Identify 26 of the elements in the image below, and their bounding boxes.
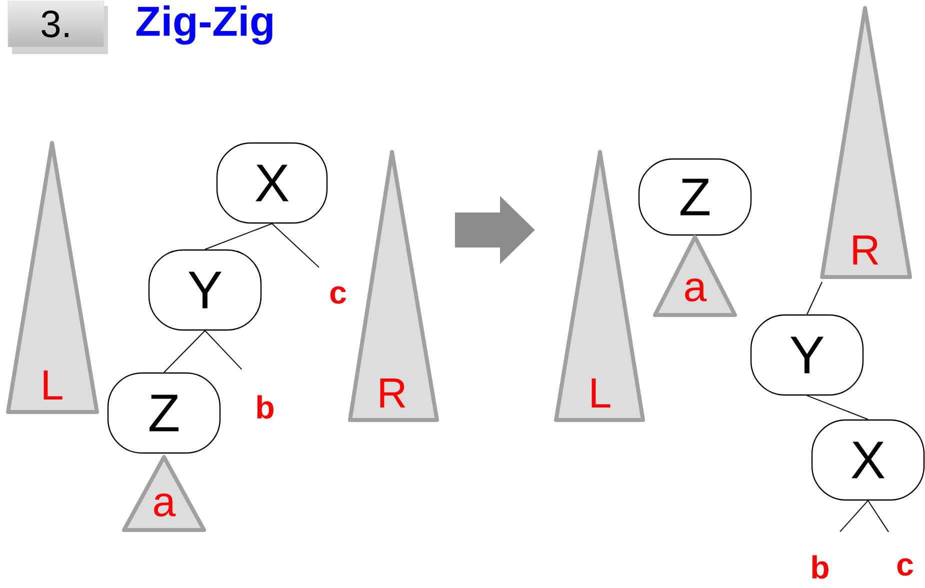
tree-edge bbox=[164, 330, 206, 373]
tree-node: Y bbox=[148, 249, 262, 331]
number-badge: 3. bbox=[8, 0, 108, 54]
tree-edge bbox=[272, 223, 320, 268]
tree-node: Y bbox=[750, 314, 864, 396]
tree-node: X bbox=[216, 142, 328, 224]
subtree-label: b bbox=[257, 395, 274, 419]
tree-node: Z bbox=[638, 158, 752, 236]
tree-node: Z bbox=[107, 372, 221, 454]
tree-edge bbox=[806, 282, 822, 315]
subtree-label: b bbox=[812, 555, 828, 579]
subtree-triangle: a bbox=[653, 235, 737, 317]
subtree-triangle: L bbox=[554, 150, 645, 422]
subtree-triangle: R bbox=[348, 150, 439, 422]
tree-node: X bbox=[811, 419, 925, 501]
tree-edge bbox=[204, 330, 242, 370]
tree-edge bbox=[204, 223, 272, 250]
title: Zig-Zig bbox=[136, 5, 272, 45]
subtree-label: c bbox=[330, 286, 346, 304]
subtree-triangle: a bbox=[122, 455, 206, 532]
subtree-triangle: L bbox=[6, 141, 100, 414]
tree-edge bbox=[868, 500, 890, 532]
subtree-label: c bbox=[897, 558, 913, 576]
subtree-triangle: R bbox=[820, 6, 912, 279]
tree-edge bbox=[840, 500, 868, 532]
tree-edge bbox=[806, 395, 868, 420]
